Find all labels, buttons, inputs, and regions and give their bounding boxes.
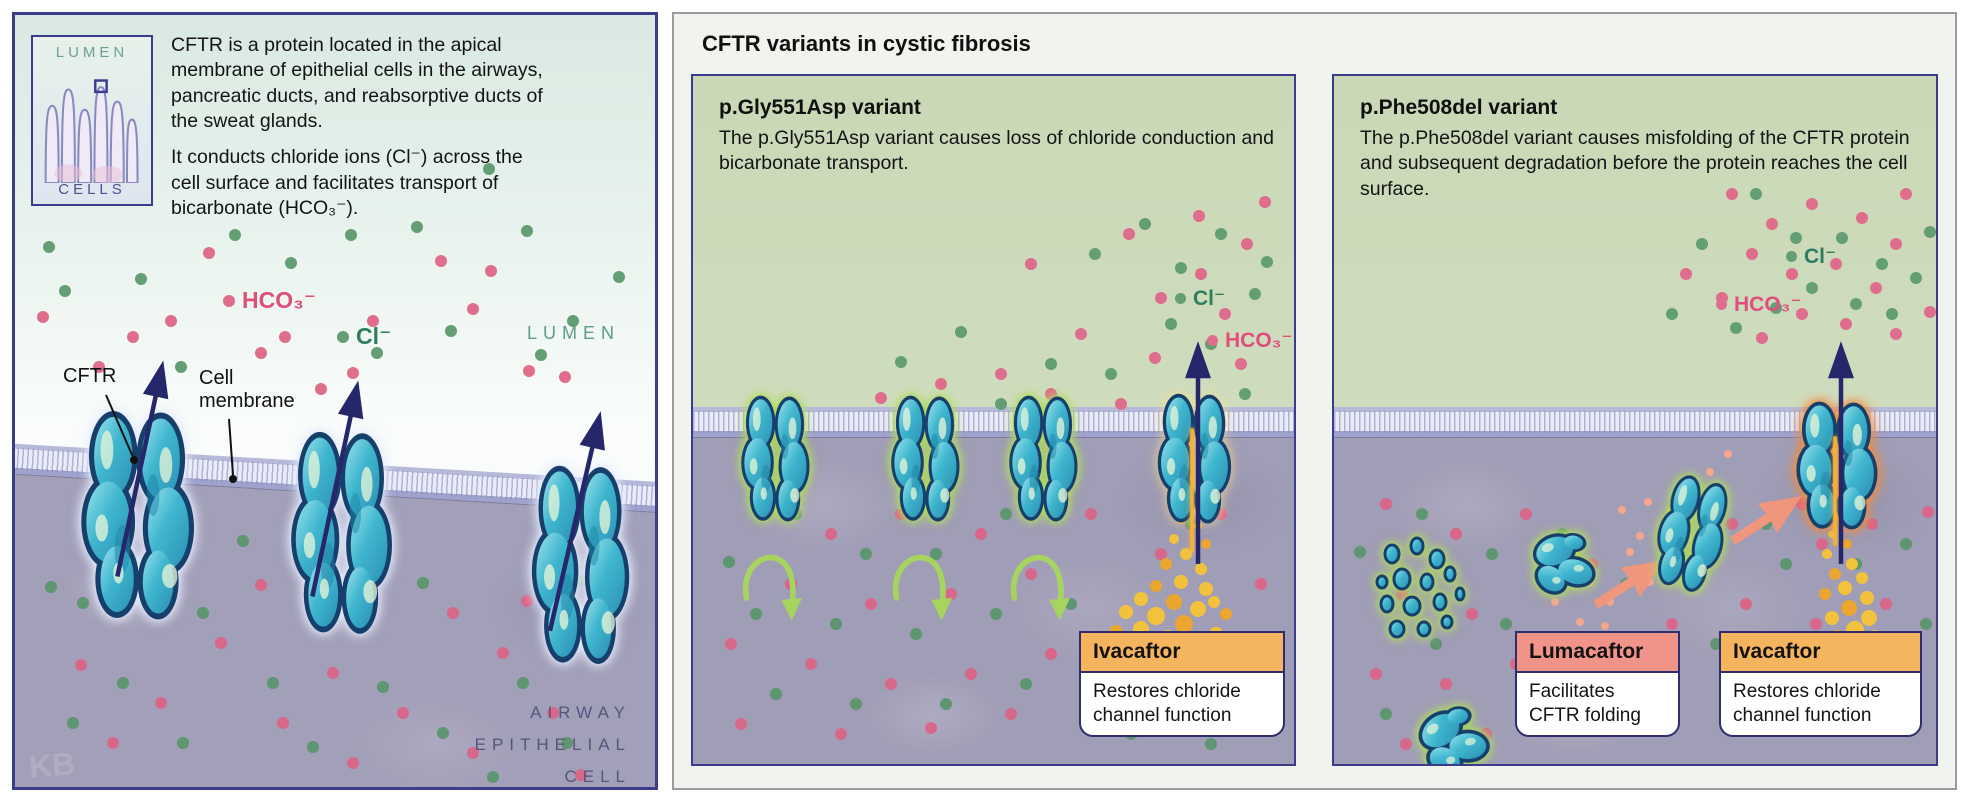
drug-description: Facilitates CFTR folding [1529, 681, 1641, 726]
intro-paragraph-2: It conducts chloride ions (Cl⁻) across t… [171, 146, 523, 220]
chloride-dot-icon [1175, 293, 1186, 304]
chloride-dots-cell [15, 15, 27, 27]
chloride-dots-cell [693, 76, 705, 88]
drug-card-ivacaftor: Ivacaftor Restores chloride channel func… [1719, 631, 1922, 737]
zoom-region-marker [94, 79, 108, 94]
chloride-label: Cl⁻ [1175, 286, 1225, 311]
chloride-transport-arrow [1821, 338, 1861, 570]
cell-membrane-pointer-label: Cell membrane [199, 367, 295, 412]
bicarbonate-dot-icon [1207, 335, 1218, 346]
mutant-cftr-protein [1009, 395, 1078, 522]
inset-cells-label: CELLS [58, 181, 126, 198]
recycle-arrow [737, 538, 803, 626]
drug-name: Lumacaftor [1517, 633, 1678, 673]
chloride-label: Cl⁻ [337, 323, 391, 350]
drug-name: Ivacaftor [1721, 633, 1920, 673]
chloride-label: Cl⁻ [1786, 244, 1836, 269]
gly551asp-panel: Cl⁻ HCO₃⁻ p.Gly551Asp variant The p.Gly5… [691, 74, 1296, 766]
lumen-cells-inset: LUMEN CELLS [31, 35, 153, 206]
recycle-arrow [1005, 538, 1071, 626]
cftr-pointer-label: CFTR [63, 365, 117, 387]
bicarbonate-label: HCO₃⁻ [223, 287, 316, 314]
bicarbonate-label: HCO₃⁻ [1716, 292, 1801, 317]
mutant-cftr-protein [891, 395, 960, 522]
panel-description: The p.Phe508del variant causes misfoldin… [1360, 127, 1910, 200]
cftr-pointer-line [105, 394, 138, 464]
ivacaftor-action-line [1833, 436, 1837, 546]
intro-text: CFTR is a protein located in the apical … [171, 33, 543, 232]
mutant-cftr-protein [741, 395, 810, 522]
chloride-dot-icon [1786, 251, 1797, 262]
panel-description: The p.Gly551Asp variant causes loss of c… [719, 127, 1274, 175]
drug-description: Restores chloride channel function [1733, 681, 1881, 726]
recycle-arrow [887, 538, 953, 626]
airway-epithelial-cell-label: AIRWAY EPITHELIAL CELL [474, 703, 631, 786]
intro-paragraph-1: CFTR is a protein located in the apical … [171, 34, 543, 133]
chloride-dot-icon [337, 330, 349, 343]
bicarbonate-label: HCO₃⁻ [1207, 328, 1292, 353]
cftr-overview-panel: LUMEN CELLS CFTR is a protein locate [12, 12, 658, 790]
artist-signature: KB [27, 745, 77, 785]
drug-card-ivacaftor: Ivacaftor Restores chloride channel func… [1079, 631, 1285, 737]
drug-name: Ivacaftor [1081, 633, 1283, 673]
epithelium-villi-icon [44, 79, 139, 183]
chloride-transport-arrow [1178, 338, 1218, 570]
panel-title: p.Phe508del variant [1360, 96, 1558, 119]
bicarbonate-dot-icon [223, 294, 235, 307]
bicarbonate-dot-icon [1716, 299, 1727, 310]
panel-title: p.Gly551Asp variant [719, 96, 921, 119]
degraded-protein-fragments [1375, 536, 1466, 639]
inset-lumen-label: LUMEN [55, 44, 129, 61]
drug-card-lumacaftor: Lumacaftor Facilitates CFTR folding [1515, 631, 1680, 737]
phe508del-panel: Cl⁻ HCO₃⁻ p.Phe508del variant The p.Phe5… [1332, 74, 1938, 766]
lumen-label: LUMEN [527, 323, 621, 343]
lumacaftor-molecules-trail [1334, 76, 1342, 84]
ivacaftor-action-line [1190, 428, 1194, 553]
drug-description: Restores chloride channel function [1093, 681, 1241, 726]
section-title: CFTR variants in cystic fibrosis [702, 31, 1031, 56]
cell-membrane-pointer-line [228, 418, 237, 483]
variants-section: CFTR variants in cystic fibrosis [672, 12, 1957, 790]
